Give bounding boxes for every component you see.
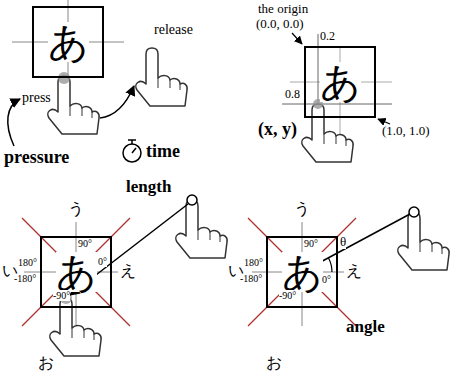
key-box: あ [40,236,112,308]
crosshair [290,46,392,134]
note-label: the origin [258,2,308,16]
key-character: あ [282,252,323,292]
theta-symbol: θ [340,235,346,249]
release-hand [176,200,227,258]
angle-arc [329,258,333,272]
crosshair [252,222,344,326]
angle-label: -180° [240,273,262,284]
coordinate-label: 0.8 [285,88,300,101]
feature-label: length [126,178,171,197]
angle-label: 0° [98,256,107,267]
angle-label: 90° [304,238,318,249]
key-character: あ [48,22,89,62]
press-hand [302,104,353,162]
feature-label: (x, y) [258,120,297,140]
key-box: あ [304,46,376,118]
kana-label: お [38,354,54,372]
angle-label: -90° [53,290,70,301]
kana-label: え [346,262,362,280]
sector-lines [248,218,356,326]
key-character: あ [320,62,361,102]
sector-lines [22,218,130,326]
release-point [409,207,419,217]
release-arrow [100,86,134,118]
pressure-arrow [8,99,20,146]
origin-leader [292,33,302,44]
press-hand [48,76,99,134]
key-character: あ [56,252,97,292]
feature-label: angle [346,318,385,337]
release-point [187,195,197,205]
feature-label: pressure [4,148,69,168]
kana-label: う [68,200,84,218]
action-label: press [22,90,51,105]
feature-label: time [146,142,180,162]
angle-label: -180° [14,273,36,284]
angle-label: 90° [78,238,92,249]
press-point [58,72,70,84]
angle-label: 180° [18,257,37,268]
angle-label: 180° [244,257,263,268]
key-box: あ [32,6,104,78]
kana-label: う [294,200,310,218]
release-hand [398,212,449,270]
angle-label: -90° [279,290,296,301]
timer-icon [123,140,141,162]
coordinate-label: 0.2 [320,30,335,43]
coordinate-lines [282,34,392,134]
angle-label: 0° [322,274,331,285]
release-hand [136,48,187,106]
kana-label: お [266,354,282,372]
key-box: あ [266,236,338,308]
coordinate-label: (0.0, 0.0) [256,17,304,31]
kana-label: え [120,262,136,280]
coordinate-label: (1.0, 1.0) [382,124,430,138]
action-label: release [154,22,193,37]
